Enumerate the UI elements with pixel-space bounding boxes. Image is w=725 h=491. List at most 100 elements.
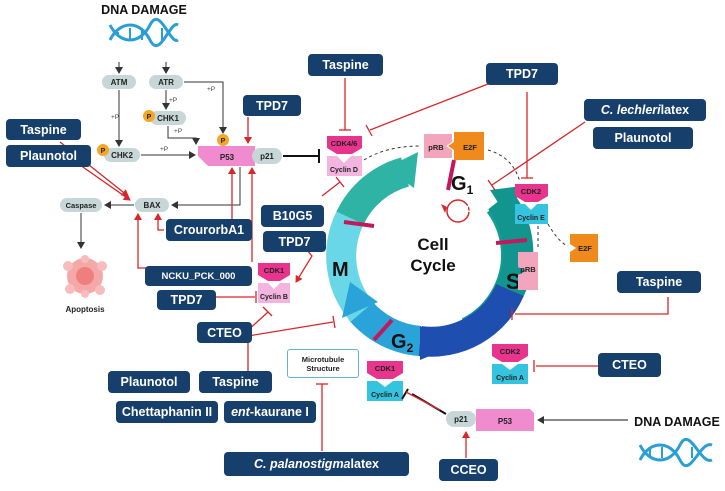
divider-g1	[446, 159, 456, 191]
g0-loop	[446, 199, 470, 223]
m-label: M	[332, 259, 349, 281]
svg-text:ATM: ATM	[111, 78, 128, 87]
svg-text:Cyclin D: Cyclin D	[330, 167, 358, 174]
svg-text:Cyclin B: Cyclin B	[260, 294, 288, 301]
complex-cdk2-cyclin-e: CDK2 Cyclin E	[515, 184, 548, 224]
compound-tpd7-low: TPD7	[157, 290, 216, 310]
divider-s	[495, 238, 528, 245]
microtubule-structure-box: Microtubule Structure	[287, 349, 359, 378]
node-prb-right: pRB	[518, 252, 538, 290]
cdk2-e2f-dashed	[547, 223, 569, 247]
node-chk2: CHK2	[104, 148, 140, 162]
cell-cycle-ring	[326, 152, 534, 360]
svg-text:p21: p21	[260, 152, 274, 161]
ring-arrowhead-g1	[386, 152, 418, 188]
dna-damage-top-heading: DNA DAMAGE	[101, 3, 187, 17]
g2-label: G2	[391, 331, 414, 355]
complex-cdk1-cyclin-a-bottom: CDK1 Cyclin A	[367, 361, 403, 401]
compound-ncku-pck-000: NCKU_PCK_000	[145, 266, 252, 286]
compound-plaunotol-left: Plaunotol	[6, 145, 91, 167]
phosphate-chk1: P	[143, 110, 155, 122]
compound-cteo-left: CTEO	[197, 322, 252, 343]
svg-text:P53: P53	[498, 417, 513, 426]
ring-arrowhead-m	[342, 282, 378, 318]
svg-text:CDK2: CDK2	[521, 187, 541, 196]
compound-crourorba1: CrourorbA1	[166, 219, 252, 241]
svg-text:E2F: E2F	[578, 244, 592, 253]
p21-inhibits-cdk1-bar	[401, 388, 409, 400]
compound-c-palanostigma-latex: C. palanostigma latex	[224, 452, 409, 476]
svg-text:P: P	[221, 138, 226, 145]
phosphate-chk2: P	[97, 144, 109, 156]
node-e2f-right: E2F	[570, 234, 598, 262]
svg-text:Cyclin E: Cyclin E	[517, 215, 545, 222]
plus-p-atr: +P	[169, 97, 177, 104]
compound-tpd7-mid: TPD7	[263, 231, 326, 252]
divider-g2	[372, 318, 394, 342]
node-p53-bottom: P53	[476, 409, 534, 431]
node-p21: p21	[252, 148, 282, 164]
compound-b10g5: B10G5	[261, 205, 324, 227]
cell-cycle-title-line2: Cycle	[410, 256, 455, 275]
node-chk1: CHK1	[150, 111, 186, 125]
apoptosis-cell-icon	[63, 255, 107, 298]
compound-cceo: CCEO	[439, 459, 498, 481]
compound-tpd7-topright: TPD7	[486, 63, 558, 85]
dna-helix-bottom-icon	[638, 437, 713, 468]
svg-text:P: P	[101, 148, 106, 155]
node-atr: ATR	[149, 75, 183, 89]
plus-p-chk2: +P	[160, 146, 168, 153]
compound-plaunotol-right: Plaunotol	[593, 127, 693, 149]
svg-text:Cyclin A: Cyclin A	[371, 392, 399, 399]
svg-text:CHK2: CHK2	[111, 151, 133, 160]
microtubule-structure-label: Microtubule Structure	[301, 354, 345, 373]
complex-cdk46-cyclin-d: CDK4/6 Cyclin D	[327, 136, 362, 176]
node-p21-bottom: p21	[446, 411, 476, 427]
svg-text:P53: P53	[220, 153, 235, 162]
complex-cdk2-cyclin-a-right: CDK2 Cyclin A	[492, 344, 528, 384]
svg-text:p21: p21	[454, 415, 468, 424]
compound-chettaphanin-ii: Chettaphanin II	[116, 401, 218, 423]
node-bax: BAX	[135, 198, 169, 212]
compound-taspine-right: Taspine	[617, 271, 701, 293]
ring-arrowhead-s	[490, 186, 522, 218]
g2-phase-arc	[348, 299, 422, 356]
compound-taspine-left: Taspine	[6, 119, 81, 140]
compound-taspine-bottom: Taspine	[199, 371, 272, 393]
svg-text:P: P	[147, 114, 152, 121]
complex-cdk1-cyclin-b: CDK1 Cyclin B	[258, 263, 290, 303]
svg-text:pRB: pRB	[428, 143, 444, 152]
cell-cycle-title-line1: Cell	[417, 235, 448, 254]
svg-text:CDK4/6: CDK4/6	[331, 139, 358, 148]
compound-tpd7-p53: TPD7	[243, 95, 301, 116]
node-p53: P53	[198, 146, 255, 166]
complex-prb-e2f: pRB E2F	[424, 132, 484, 160]
compound-cteo-right: CTEO	[598, 353, 661, 377]
apoptosis-heading: Apoptosis	[65, 305, 105, 314]
svg-text:Caspase: Caspase	[66, 201, 97, 210]
svg-text:CDK1: CDK1	[375, 364, 395, 373]
svg-text:E2F: E2F	[463, 143, 477, 152]
svg-text:BAX: BAX	[144, 201, 162, 210]
svg-text:Cyclin A: Cyclin A	[496, 375, 524, 382]
node-atm: ATM	[102, 75, 136, 89]
compound-ent-kaurane-i: ent-kaurane I	[224, 401, 316, 423]
ring-arrowhead-g2	[420, 326, 456, 360]
svg-text:CHK1: CHK1	[157, 114, 179, 123]
phosphate-p53: P	[217, 134, 229, 146]
divider-m	[343, 220, 375, 228]
svg-text:ATR: ATR	[158, 78, 174, 87]
node-caspase: Caspase	[60, 198, 102, 212]
svg-text:pRB: pRB	[520, 265, 536, 274]
g0-loop-arrowhead	[441, 204, 447, 213]
dna-damage-bottom-heading: DNA DAMAGE	[634, 415, 720, 429]
e2f-cdk2-dashed	[487, 149, 521, 183]
g0-label: G0	[466, 204, 478, 216]
compound-taspine-top: Taspine	[308, 54, 383, 76]
pathway-arrows	[77, 62, 241, 249]
dna-helix-top-icon	[108, 17, 179, 48]
compound-c-lechleri-latex: C. lechleri latex	[584, 99, 706, 121]
plus-p-chk1: +P	[174, 128, 182, 135]
m-to-g1-arc	[336, 157, 410, 225]
svg-text:CDK2: CDK2	[500, 347, 520, 356]
